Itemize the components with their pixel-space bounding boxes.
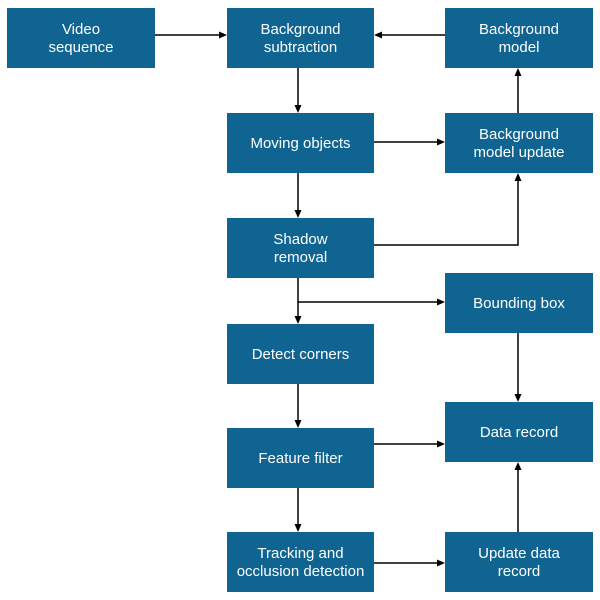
- node-bounding-box: Bounding box: [445, 273, 593, 333]
- node-detect-corners-box: [227, 324, 374, 384]
- edge-tracking-to-update: [374, 559, 445, 567]
- node-moving-objects-label-line-1: Moving objects: [250, 135, 350, 152]
- edge-moving-to-model-update: [374, 138, 445, 146]
- edge-shadow-to-model-update-arrowhead: [514, 173, 522, 181]
- edge-shadow-to-bounding-box-arrowhead: [437, 298, 445, 306]
- edge-model-update-to-model-arrowhead: [514, 68, 522, 76]
- edges: [155, 31, 522, 567]
- node-update-data-record-box: [445, 532, 593, 592]
- nodes: VideosequenceBackgroundsubtractionBackgr…: [7, 8, 593, 592]
- edge-moving-to-model-update-arrowhead: [437, 138, 445, 146]
- node-shadow-removal-label-line-1: Shadow: [273, 231, 327, 248]
- edge-moving-to-shadow-arrowhead: [294, 210, 302, 218]
- node-moving-objects-box: [227, 113, 374, 173]
- node-data-record: Data record: [445, 402, 593, 462]
- node-bounding-box-label-line-1: Bounding box: [473, 295, 565, 312]
- edge-shadow-to-detect-arrowhead: [294, 316, 302, 324]
- node-background-model-box: [445, 8, 593, 68]
- node-shadow-removal-box: [227, 218, 374, 278]
- node-background-model-label-line-2: model: [499, 39, 540, 56]
- node-tracking-occlusion-label-line-2: occlusion detection: [237, 563, 365, 580]
- node-feature-filter: Feature filter: [227, 428, 374, 488]
- edge-bounding-box-to-record: [514, 333, 522, 402]
- edge-update-to-record: [514, 462, 522, 532]
- node-background-model-label-line-1: Background: [479, 21, 559, 38]
- node-tracking-occlusion-label-line-1: Tracking and: [257, 545, 343, 562]
- edge-feature-to-record: [374, 440, 445, 448]
- node-feature-filter-box: [227, 428, 374, 488]
- node-background-model-update-label-line-1: Background: [479, 126, 559, 143]
- node-background-subtraction-label-line-2: subtraction: [264, 39, 337, 56]
- edge-subtraction-to-moving: [294, 68, 302, 113]
- edge-model-to-subtraction-arrowhead: [374, 31, 382, 39]
- edge-feature-to-tracking-arrowhead: [294, 524, 302, 532]
- node-moving-objects: Moving objects: [227, 113, 374, 173]
- node-video-sequence-label-line-1: Video: [62, 21, 100, 38]
- node-shadow-removal-label-line-2: removal: [274, 249, 327, 266]
- node-data-record-box: [445, 402, 593, 462]
- edge-moving-to-shadow: [294, 173, 302, 218]
- node-update-data-record-label-line-1: Update data: [478, 545, 560, 562]
- edge-video-to-subtraction: [155, 31, 227, 39]
- edge-update-to-record-arrowhead: [514, 462, 522, 470]
- edge-video-to-subtraction-arrowhead: [219, 31, 227, 39]
- edge-model-update-to-model: [514, 68, 522, 113]
- edge-bounding-box-to-record-arrowhead: [514, 394, 522, 402]
- node-background-subtraction-box: [227, 8, 374, 68]
- node-video-sequence-box: [7, 8, 155, 68]
- node-data-record-label-line-1: Data record: [480, 424, 558, 441]
- edge-tracking-to-update-arrowhead: [437, 559, 445, 567]
- node-background-model-update-label-line-2: model update: [474, 144, 565, 161]
- edge-subtraction-to-moving-arrowhead: [294, 105, 302, 113]
- node-update-data-record-label-line-2: record: [498, 563, 541, 580]
- edge-model-to-subtraction: [374, 31, 445, 39]
- node-detect-corners: Detect corners: [227, 324, 374, 384]
- node-bounding-box-box: [445, 273, 593, 333]
- edge-detect-to-feature-arrowhead: [294, 420, 302, 428]
- edge-feature-to-record-arrowhead: [437, 440, 445, 448]
- edge-shadow-to-bounding-box: [298, 298, 445, 306]
- edge-detect-to-feature: [294, 384, 302, 428]
- edge-shadow-to-model-update: [374, 173, 522, 246]
- edge-feature-to-tracking: [294, 488, 302, 532]
- node-video-sequence-label-line-2: sequence: [48, 39, 113, 56]
- node-background-subtraction-label-line-1: Background: [260, 21, 340, 38]
- node-tracking-occlusion-box: [227, 532, 374, 592]
- edge-shadow-to-model-update-line: [374, 179, 519, 246]
- node-background-model-update-box: [445, 113, 593, 173]
- node-feature-filter-label-line-1: Feature filter: [258, 450, 342, 467]
- node-detect-corners-label-line-1: Detect corners: [252, 346, 350, 363]
- edge-shadow-to-detect: [294, 278, 302, 324]
